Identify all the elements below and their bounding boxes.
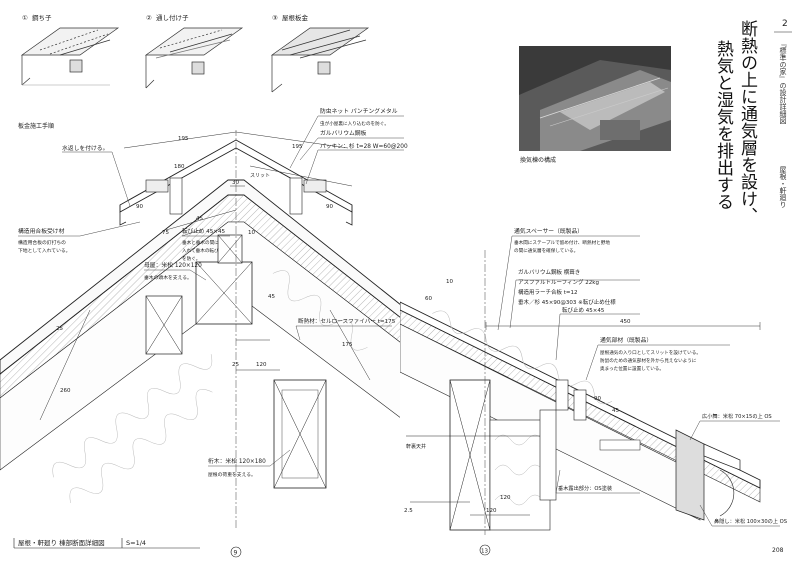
left-annotations: 防虫ネット パンチングメタル 虫が小屋裏に入り込むのを防ぐ。 ガルバリウム鋼板 … (18, 107, 408, 478)
svg-text:90: 90 (326, 204, 333, 210)
svg-text:10: 10 (446, 279, 453, 285)
step-1-label: 鋼ち子 (32, 13, 52, 22)
svg-text:45: 45 (612, 408, 619, 414)
grid-right: 13 (481, 549, 488, 555)
right-dim-labels: 450 10 60 120 2.5 120 90 45 (404, 279, 631, 514)
svg-text:25: 25 (56, 326, 63, 332)
label-slit: スリット (250, 173, 270, 179)
svg-text:屋根の荷重を支える。: 屋根の荷重を支える。 (208, 471, 256, 478)
left-dimensions (39, 131, 371, 421)
svg-text:45: 45 (196, 216, 203, 222)
right-dimensions (410, 322, 761, 516)
svg-text:2.5: 2.5 (404, 508, 413, 514)
svg-text:120: 120 (486, 508, 497, 514)
label-insul: 断熱材：セルロースファイバー t=175 (298, 317, 396, 325)
left-leaders (18, 115, 404, 467)
svg-text:防鼠のための通気部材を外から見えないように: 防鼠のための通気部材を外から見えないように (600, 357, 697, 364)
step-labels: ① 鋼ち子 ② 通し付け子 ③ 屋根板金 板金施工手順 (18, 13, 309, 130)
page-number: 208 (772, 547, 784, 554)
svg-text:下地として入れている。: 下地として入れている。 (18, 247, 70, 254)
svg-text:垂木間にステープルで留め付け、断熱材と野地: 垂木間にステープルで留め付け、断熱材と野地 (514, 239, 610, 246)
svg-text:入れて垂木の転び: 入れて垂木の転び (182, 247, 219, 254)
label-vent: 通気部材（既製品） (600, 336, 652, 344)
page-number-top: 2 (782, 19, 788, 29)
ridge-section (0, 130, 400, 530)
label-hanakakushi: 鼻隠し：米松 100×30の上 OS (714, 517, 787, 525)
label-moya: 母屋：米松 120×120 (144, 261, 202, 269)
svg-text:屋根通気の入り口としてスリットを設けている。: 屋根通気の入り口としてスリットを設けている。 (600, 349, 701, 356)
series-title: 『標準の家』の設計詳細図 (779, 40, 787, 124)
svg-text:構造用ラーチ合板 t=12: 構造用ラーチ合板 t=12 (518, 288, 578, 296)
svg-text:奥まった位置に設置している。: 奥まった位置に設置している。 (600, 365, 664, 372)
label-keta: 桁木：米松 120×180 (208, 457, 266, 465)
step-3-num: ③ (272, 14, 278, 22)
label-mizukiri: 水返しを付ける。 (62, 144, 108, 152)
svg-text:垂木／杉 45×90@303 ※転び止め仕様: 垂木／杉 45×90@303 ※転び止め仕様 (518, 298, 616, 306)
svg-text:120: 120 (500, 495, 511, 501)
svg-text:垂木と垂木の間に: 垂木と垂木の間に (182, 239, 219, 246)
svg-text:75: 75 (162, 230, 169, 236)
svg-text:垂木の頭木を支える。: 垂木の頭木を支える。 (144, 274, 192, 281)
right-leaders (497, 235, 780, 527)
step-sketch-3 (270, 27, 370, 93)
label-korobi-right: 転び止め 45×45 (562, 306, 605, 314)
label-net-note: 虫が小屋裏に入り込むのを防ぐ。 (320, 120, 389, 127)
svg-text:45: 45 (268, 294, 275, 300)
section-title: 屋根・軒廻り (779, 166, 787, 208)
svg-text:195: 195 (178, 136, 189, 142)
step-3-label: 屋根板金 (282, 13, 309, 22)
label-net: 防虫ネット パンチングメタル (320, 107, 398, 115)
label-taruki-exposed: 垂木露出部分：OS塗装 (558, 484, 612, 492)
label-packing: パッキン：杉 t=28 W=60@200 (320, 142, 408, 150)
svg-text:180: 180 (174, 164, 185, 170)
svg-text:260: 260 (60, 388, 71, 394)
label-galv: ガルバリウム鋼板 (320, 129, 367, 137)
svg-text:アスファルトルーフィング 22kg: アスファルトルーフィング 22kg (518, 278, 599, 286)
svg-text:30: 30 (232, 180, 239, 186)
step-sketch-1 (20, 27, 120, 86)
photo-caption: 換気棟の構成 (520, 156, 556, 164)
label-korobi: 転び止め 45×45 (182, 227, 226, 235)
svg-text:195: 195 (292, 144, 303, 150)
top-caption: 板金施工手順 (18, 122, 54, 130)
grid-markers: 9 13 (230, 544, 491, 558)
vent-ridge-photo (519, 46, 671, 151)
bottom-title: 屋根・軒廻り 棟部断面詳細図 (18, 538, 105, 547)
right-annotations: 通気スペーサー（既製品） 垂木間にステープルで留め付け、断熱材と野地 の間に通気… (406, 227, 787, 525)
step-sketch-2 (144, 27, 244, 89)
scale: S=1/4 (126, 539, 146, 547)
grid-left: 9 (234, 550, 238, 557)
svg-text:450: 450 (620, 319, 631, 325)
label-spacer: 通気スペーサー（既製品） (514, 227, 583, 235)
left-dim-labels: 195 195 30 180 45 90 90 75 10 25 120 45 … (56, 136, 353, 394)
label-roof1: ガルバリウム鋼板 横葺き (518, 268, 580, 276)
svg-text:10: 10 (248, 230, 255, 236)
step-2-num: ② (146, 14, 152, 22)
eave-section (400, 250, 761, 535)
svg-text:120: 120 (256, 362, 267, 368)
svg-text:90: 90 (594, 396, 601, 402)
svg-text:175: 175 (342, 342, 353, 348)
svg-text:を防ぐ。: を防ぐ。 (182, 255, 200, 262)
step-1-num: ① (22, 14, 28, 22)
svg-text:90: 90 (136, 204, 143, 210)
svg-text:構造用合板の釘打ちの: 構造用合板の釘打ちの (18, 239, 66, 246)
label-ceiling: 軒裏天井 (406, 443, 426, 450)
headline-col1: 断熱の上に通気層を設け、 (737, 20, 757, 224)
svg-text:25: 25 (232, 362, 239, 368)
svg-text:の間に通気層を確保している。: の間に通気層を確保している。 (514, 247, 578, 254)
label-koguchi: 広小舞：米松 70×15の上 OS (702, 412, 772, 420)
headline-col2: 熱気と湿気を排出する (713, 40, 733, 210)
svg-text:60: 60 (425, 296, 432, 302)
bottom-title-block: 屋根・軒廻り 棟部断面詳細図 S=1/4 (13, 538, 200, 549)
label-ridge-plywood: 構造用合板受け材 (18, 227, 65, 235)
step-2-label: 通し付け子 (156, 13, 189, 22)
